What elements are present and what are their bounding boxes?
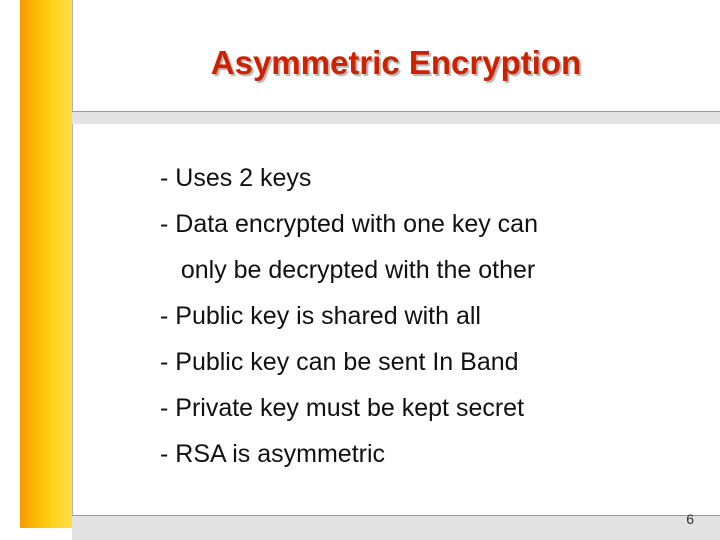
footer-band: [72, 516, 720, 540]
title-divider-band: [72, 112, 720, 124]
bullet-line: only be decrypted with the other: [160, 256, 536, 284]
title-divider-line: [72, 111, 720, 112]
slide-title: Asymmetric Encryption: [210, 44, 582, 81]
slide-body: - Uses 2 keys - Data encrypted with one …: [160, 155, 690, 477]
bullet-line: - Public key is shared with all: [160, 302, 481, 330]
bullet-line: - Uses 2 keys: [160, 164, 312, 192]
left-accent-bar-gradient: [20, 0, 73, 528]
bullet-line: - Private key must be kept secret: [160, 394, 525, 422]
left-accent-bar: [0, 0, 73, 540]
bullet-line: - Public key can be sent In Band: [160, 348, 519, 376]
bullet-line: - Data encrypted with one key can: [160, 210, 538, 238]
page-number: 6: [686, 511, 694, 527]
footer-divider-line: [72, 515, 720, 516]
bullet-line: - RSA is asymmetric: [160, 440, 386, 468]
